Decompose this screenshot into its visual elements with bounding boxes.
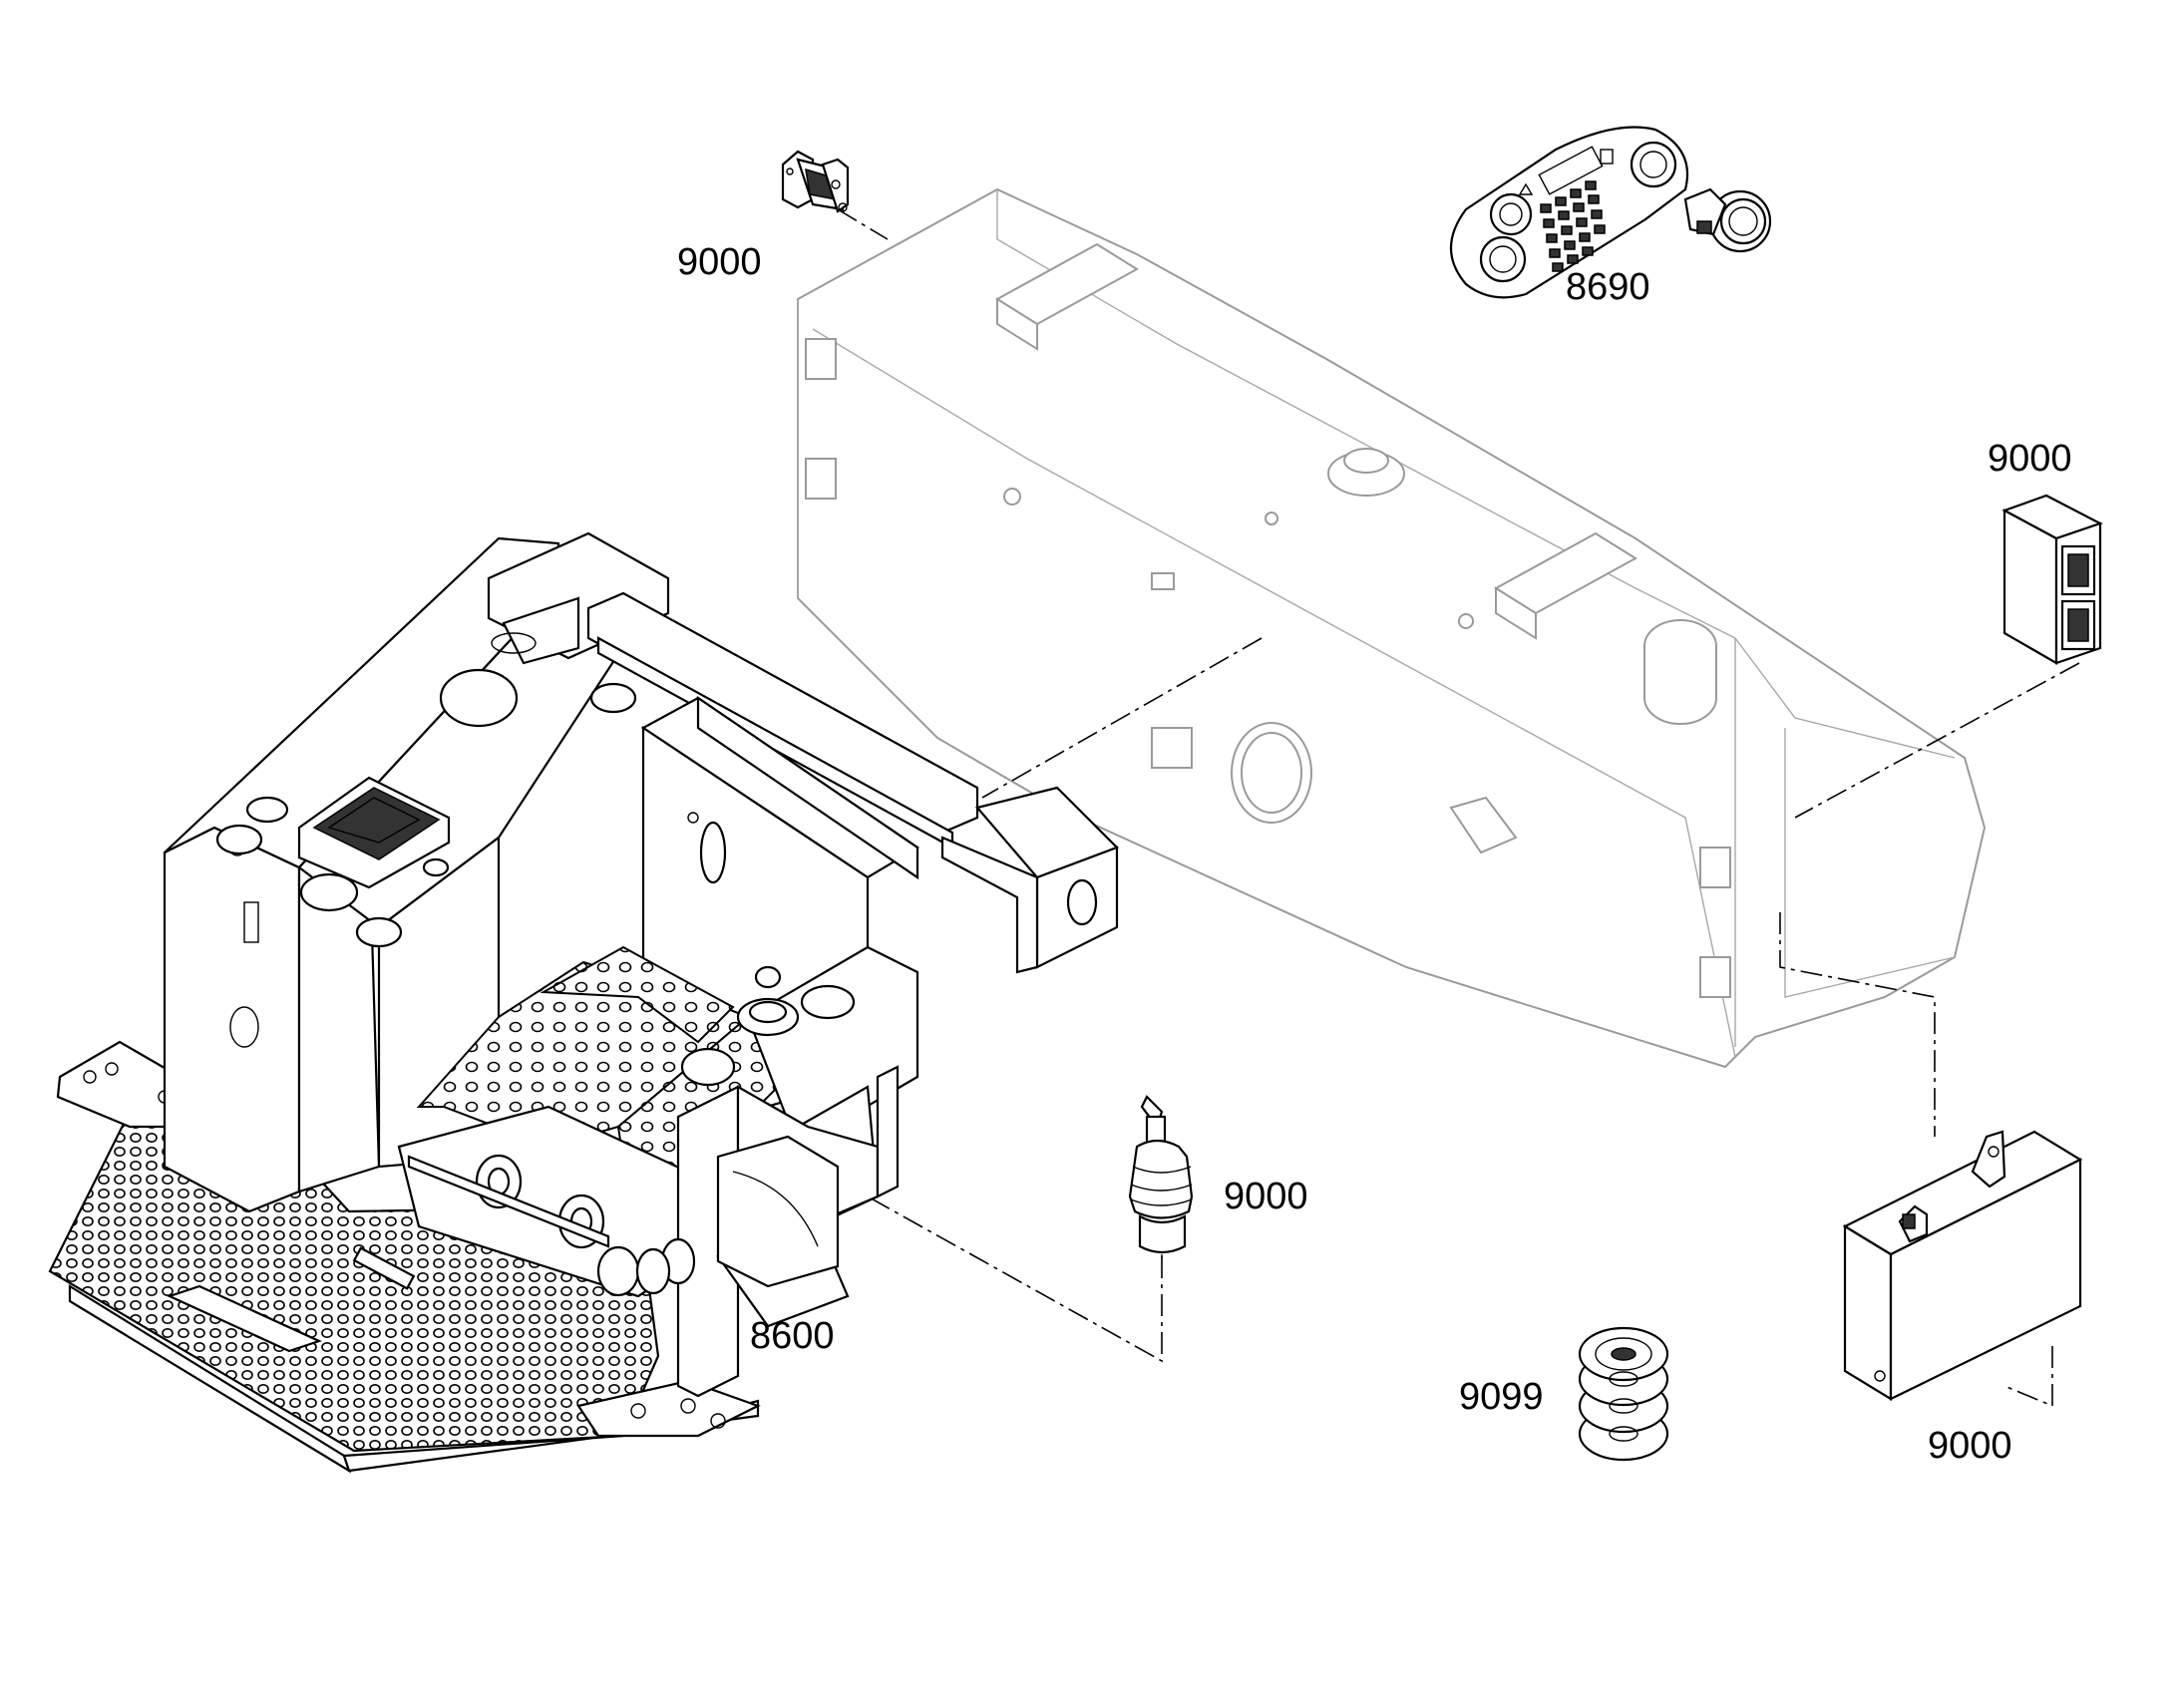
control-module-part bbox=[2001, 494, 2103, 665]
switch-part bbox=[781, 150, 850, 213]
label-frame: 8600 bbox=[750, 1315, 835, 1357]
label-switch: 9000 bbox=[677, 241, 762, 283]
leader-lines bbox=[837, 208, 2080, 1408]
keypad bbox=[1540, 180, 1606, 272]
label-spool: 9099 bbox=[1459, 1376, 1544, 1418]
spool-part bbox=[1578, 1326, 1669, 1462]
joystick-part bbox=[1128, 1095, 1194, 1258]
label-instrument-panel: 8690 bbox=[1566, 266, 1650, 308]
instrument-panel-part bbox=[1449, 126, 1772, 299]
label-joystick: 9000 bbox=[1224, 1176, 1308, 1217]
platform-ghost bbox=[797, 187, 1987, 1069]
label-control-module: 9000 bbox=[1988, 438, 2072, 480]
frame-assembly bbox=[48, 531, 1119, 1474]
label-battery-box: 9000 bbox=[1928, 1425, 2012, 1467]
battery-box-part bbox=[1842, 1130, 2083, 1401]
